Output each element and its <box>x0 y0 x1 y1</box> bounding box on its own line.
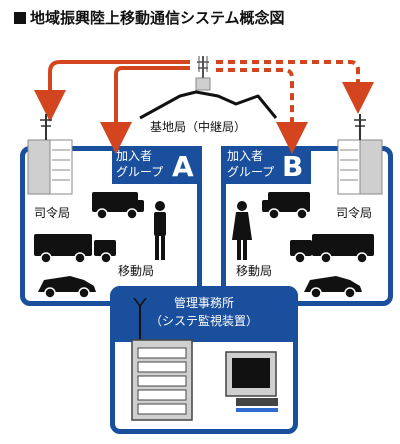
management-antenna-icon <box>133 297 147 340</box>
base-station-label: 基地局（中継局） <box>150 120 247 134</box>
diagram-title: 地域振興陸上移動通信システム概念図 <box>14 6 285 30</box>
management-office-header <box>110 286 298 342</box>
monitor-display-icon <box>225 351 278 412</box>
group-b-label-line1: 加入者 <box>227 149 264 163</box>
group-a-person-icon <box>154 201 166 260</box>
group-b-label-line2: グループ <box>227 165 275 179</box>
group-a-command-building-icon <box>27 114 73 195</box>
title-square-icon <box>14 12 26 24</box>
group-a-command-label: 司令局 <box>34 206 71 220</box>
group-b-van-icon <box>262 192 310 220</box>
mountain-shape <box>139 90 278 120</box>
arrow-dashed-to-b-command <box>216 60 374 114</box>
group-b-command-label: 司令局 <box>336 206 373 220</box>
group-b-mobile-label: 移動局 <box>236 264 273 278</box>
management-label-line1: 管理事務所 <box>173 296 234 310</box>
arrow-dashed-to-b-header <box>216 68 308 154</box>
group-b-letter: B <box>282 150 304 183</box>
group-a-mobile-label: 移動局 <box>118 264 155 278</box>
group-b-command-building-icon <box>337 114 383 195</box>
group-a-label-line2: グループ <box>116 165 164 179</box>
group-a-letter: A <box>172 150 194 183</box>
group-b-car-icon <box>304 276 362 299</box>
group-a-van-icon <box>92 192 144 220</box>
group-a-truck-icon <box>34 234 116 264</box>
group-b-person-icon <box>232 201 252 260</box>
arrow-solid-to-a-command <box>34 60 190 122</box>
group-b-truck-icon <box>290 234 374 264</box>
monitoring-rack-icon <box>131 339 193 421</box>
base-station-antenna-icon <box>195 56 211 91</box>
title-text: 地域振興陸上移動通信システム概念図 <box>30 9 285 27</box>
arrow-solid-to-a-header <box>100 66 190 154</box>
management-label-line2: （システ監視装置） <box>149 314 258 328</box>
group-a-car-icon <box>38 276 96 299</box>
